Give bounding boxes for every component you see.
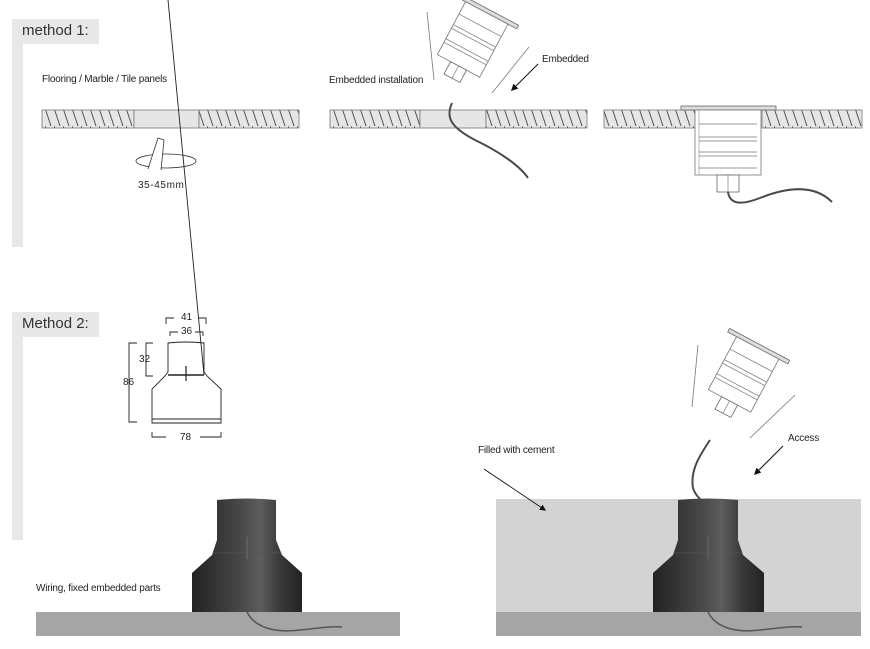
embedded-installation-label: Embedded installation: [329, 75, 424, 86]
guide-line-left: [426, 11, 435, 81]
flooring-label: Flooring / Marble / Tile panels: [42, 74, 167, 85]
cable-2: [727, 188, 833, 204]
installed-lamp: [680, 105, 777, 193]
cable-1: [448, 102, 529, 179]
guide-line-left-2: [691, 344, 699, 408]
cable-5: [691, 439, 711, 502]
wiring-label: Wiring, fixed embedded parts: [36, 583, 161, 594]
cement-arrow: [483, 468, 547, 511]
guide-line-right: [491, 46, 530, 94]
cable-3: [246, 611, 343, 632]
method2-title: Method 2:: [12, 312, 99, 337]
method1-title: method 1:: [12, 19, 99, 44]
ground-slab-2: [496, 612, 861, 636]
method1-section-bar: [12, 42, 23, 247]
dim-base-width: 78: [180, 432, 192, 443]
embedded-sleeve-2: [653, 498, 764, 612]
cement-label: Filled with cement: [478, 445, 555, 456]
tile-panel-2: [329, 109, 588, 129]
tile-panel-1: [41, 109, 300, 129]
cable-4: [707, 611, 803, 632]
tilted-lamp-2: [707, 327, 791, 419]
sleeve-dimension-drawing: [128, 0, 222, 438]
dim-total-height: 86: [123, 377, 135, 388]
dim-top-outer: 41: [181, 312, 193, 323]
embedded-arrow: [511, 63, 539, 91]
access-arrow: [754, 445, 784, 475]
access-label: Access: [788, 433, 820, 444]
dim-upper-height: 32: [139, 354, 151, 365]
drill-hole-icon: [135, 137, 197, 171]
dim-top-inner: 36: [181, 326, 193, 337]
tilted-lamp-1: [436, 0, 520, 84]
ground-slab-1: [36, 612, 400, 636]
hole-size-label: 35-45mm: [138, 180, 185, 191]
embedded-sleeve-1: [192, 498, 302, 612]
method2-section-bar: [12, 335, 23, 540]
embedded-label: Embedded: [542, 54, 589, 65]
guide-line-right-2: [749, 394, 796, 439]
